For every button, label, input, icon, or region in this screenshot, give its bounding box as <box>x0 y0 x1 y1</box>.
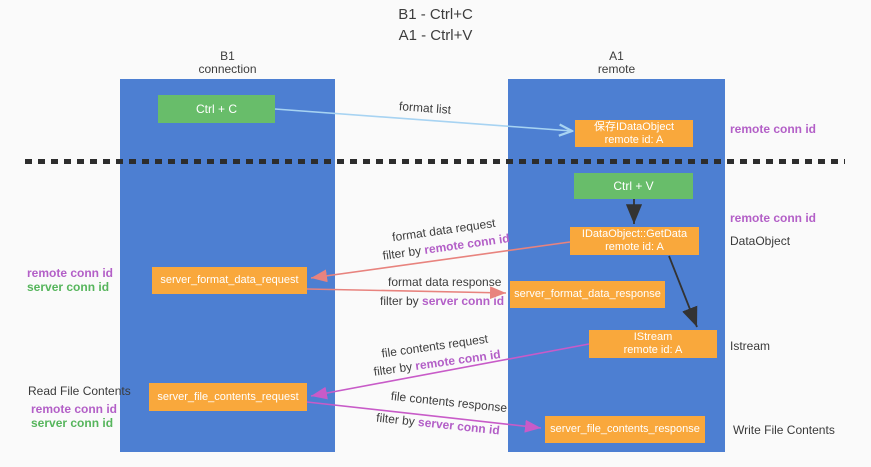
diagram-title: B1 - Ctrl+C A1 - Ctrl+V <box>0 4 871 46</box>
remote-conn-id-left1: remote conn id <box>27 266 114 280</box>
edge-label-format-data-request: format data request filter by remote con… <box>368 212 521 267</box>
node-ctrl-c: Ctrl + C <box>158 95 275 123</box>
ctrl-v-label: Ctrl + V <box>613 178 654 193</box>
annotation-read-file-contents: Read File Contents <box>28 384 131 398</box>
lane-header-b1: B1 connection <box>120 50 335 76</box>
node-server-format-data-request: server_format_data_request <box>152 267 307 294</box>
server-file-contents-request-label: server_file_contents_request <box>157 390 299 403</box>
filter-by-text: filter by <box>381 243 426 263</box>
annotation-remote-conn-id-top: remote conn id <box>730 122 817 136</box>
save-idataobject-line2: remote id: A <box>604 133 664 146</box>
lane-a1-title: A1 <box>609 49 624 63</box>
server-conn-id-text: server conn id <box>417 414 501 438</box>
lane-b1-title: B1 <box>220 49 235 63</box>
istream-line1: IStream <box>633 331 673 343</box>
node-server-file-contents-response: server_file_contents_response <box>545 416 705 443</box>
getdata-line1: IDataObject::GetData <box>581 228 688 240</box>
save-idataobject-line1: 保存IDataObject <box>593 120 675 133</box>
server-format-data-response-label: server_format_data_response <box>514 288 661 300</box>
lane-a1-subtitle: remote <box>597 62 636 76</box>
annotation-left-conn-ids-2: remote conn id server conn id <box>31 402 117 430</box>
annotation-remote-conn-id-mid: remote conn id <box>730 211 817 225</box>
node-save-idataobject: 保存IDataObject remote id: A <box>575 120 693 147</box>
node-ctrl-v: Ctrl + V <box>574 173 693 199</box>
edge-label-format-list: format list <box>398 99 452 117</box>
edge-label-format-data-response: format data response <box>388 275 502 289</box>
server-conn-id-text: server conn id <box>422 294 505 308</box>
annotation-write-file-contents: Write File Contents <box>733 423 835 437</box>
node-server-file-contents-request: server_file_contents_request <box>149 383 307 411</box>
title-line-2: A1 - Ctrl+V <box>398 27 473 44</box>
remote-conn-id-left2: remote conn id <box>31 402 118 416</box>
server-conn-id-left1: server conn id <box>27 280 110 294</box>
node-idataobject-getdata: IDataObject::GetData remote id: A <box>570 227 699 255</box>
dashed-divider <box>25 159 845 164</box>
filter-by-text: filter by <box>380 294 423 308</box>
getdata-line2: remote id: A <box>605 241 664 253</box>
edge-label-file-contents-response-filter: filter by server conn id <box>363 409 514 439</box>
lane-header-a1: A1 remote <box>508 50 725 76</box>
node-server-format-data-response: server_format_data_response <box>510 281 665 308</box>
edge-label-file-contents-request: file contents request filter by remote c… <box>359 328 512 383</box>
server-conn-id-left2: server conn id <box>31 416 114 430</box>
filter-by-text: filter by <box>372 359 417 379</box>
annotation-dataobject: DataObject <box>730 234 791 248</box>
filter-by-text: filter by <box>375 410 419 429</box>
istream-line2: remote id: A <box>623 344 683 356</box>
annotation-istream: Istream <box>730 339 771 353</box>
lane-b1-subtitle: connection <box>198 62 257 76</box>
server-file-contents-response-label: server_file_contents_response <box>550 423 700 435</box>
node-istream: IStream remote id: A <box>589 330 717 358</box>
annotation-left-conn-ids-1: remote conn id server conn id <box>27 266 113 294</box>
edge-label-format-data-response-filter: filter by server conn id <box>380 294 504 308</box>
title-line-1: B1 - Ctrl+C <box>398 6 473 23</box>
ctrl-c-label: Ctrl + C <box>195 101 237 116</box>
server-format-data-request-label: server_format_data_request <box>160 274 299 286</box>
edge-format-data-response-arrow <box>306 286 507 300</box>
